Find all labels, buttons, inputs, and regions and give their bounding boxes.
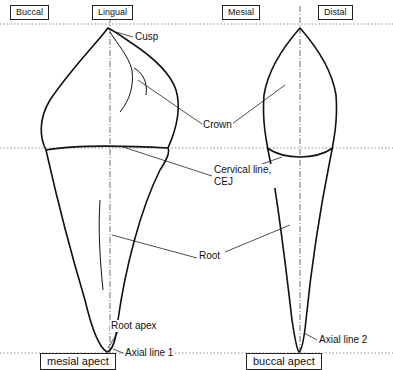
part-label: Cervical line, CEJ — [213, 164, 285, 188]
box-text: mesial apect — [47, 355, 109, 367]
part-label: Root — [198, 250, 221, 262]
part-label: Axial line 2 — [318, 334, 368, 346]
part-label: Axial line 1 — [124, 347, 174, 359]
view-caption: buccal apect — [246, 353, 322, 370]
box-text: buccal apect — [253, 355, 315, 367]
box-text: Buccal — [16, 7, 43, 17]
part-label: Cusp — [134, 31, 159, 43]
column-header: Distal — [318, 5, 353, 20]
box-text: Distal — [324, 7, 347, 17]
column-header: Lingual — [92, 5, 133, 20]
part-label: Crown — [202, 119, 233, 131]
box-text: Lingual — [98, 7, 127, 17]
part-label: Root apex — [110, 320, 158, 332]
column-header: Mesial — [222, 5, 260, 20]
column-header: Buccal — [10, 5, 49, 20]
view-caption: mesial apect — [40, 353, 116, 370]
box-text: Mesial — [228, 7, 254, 17]
